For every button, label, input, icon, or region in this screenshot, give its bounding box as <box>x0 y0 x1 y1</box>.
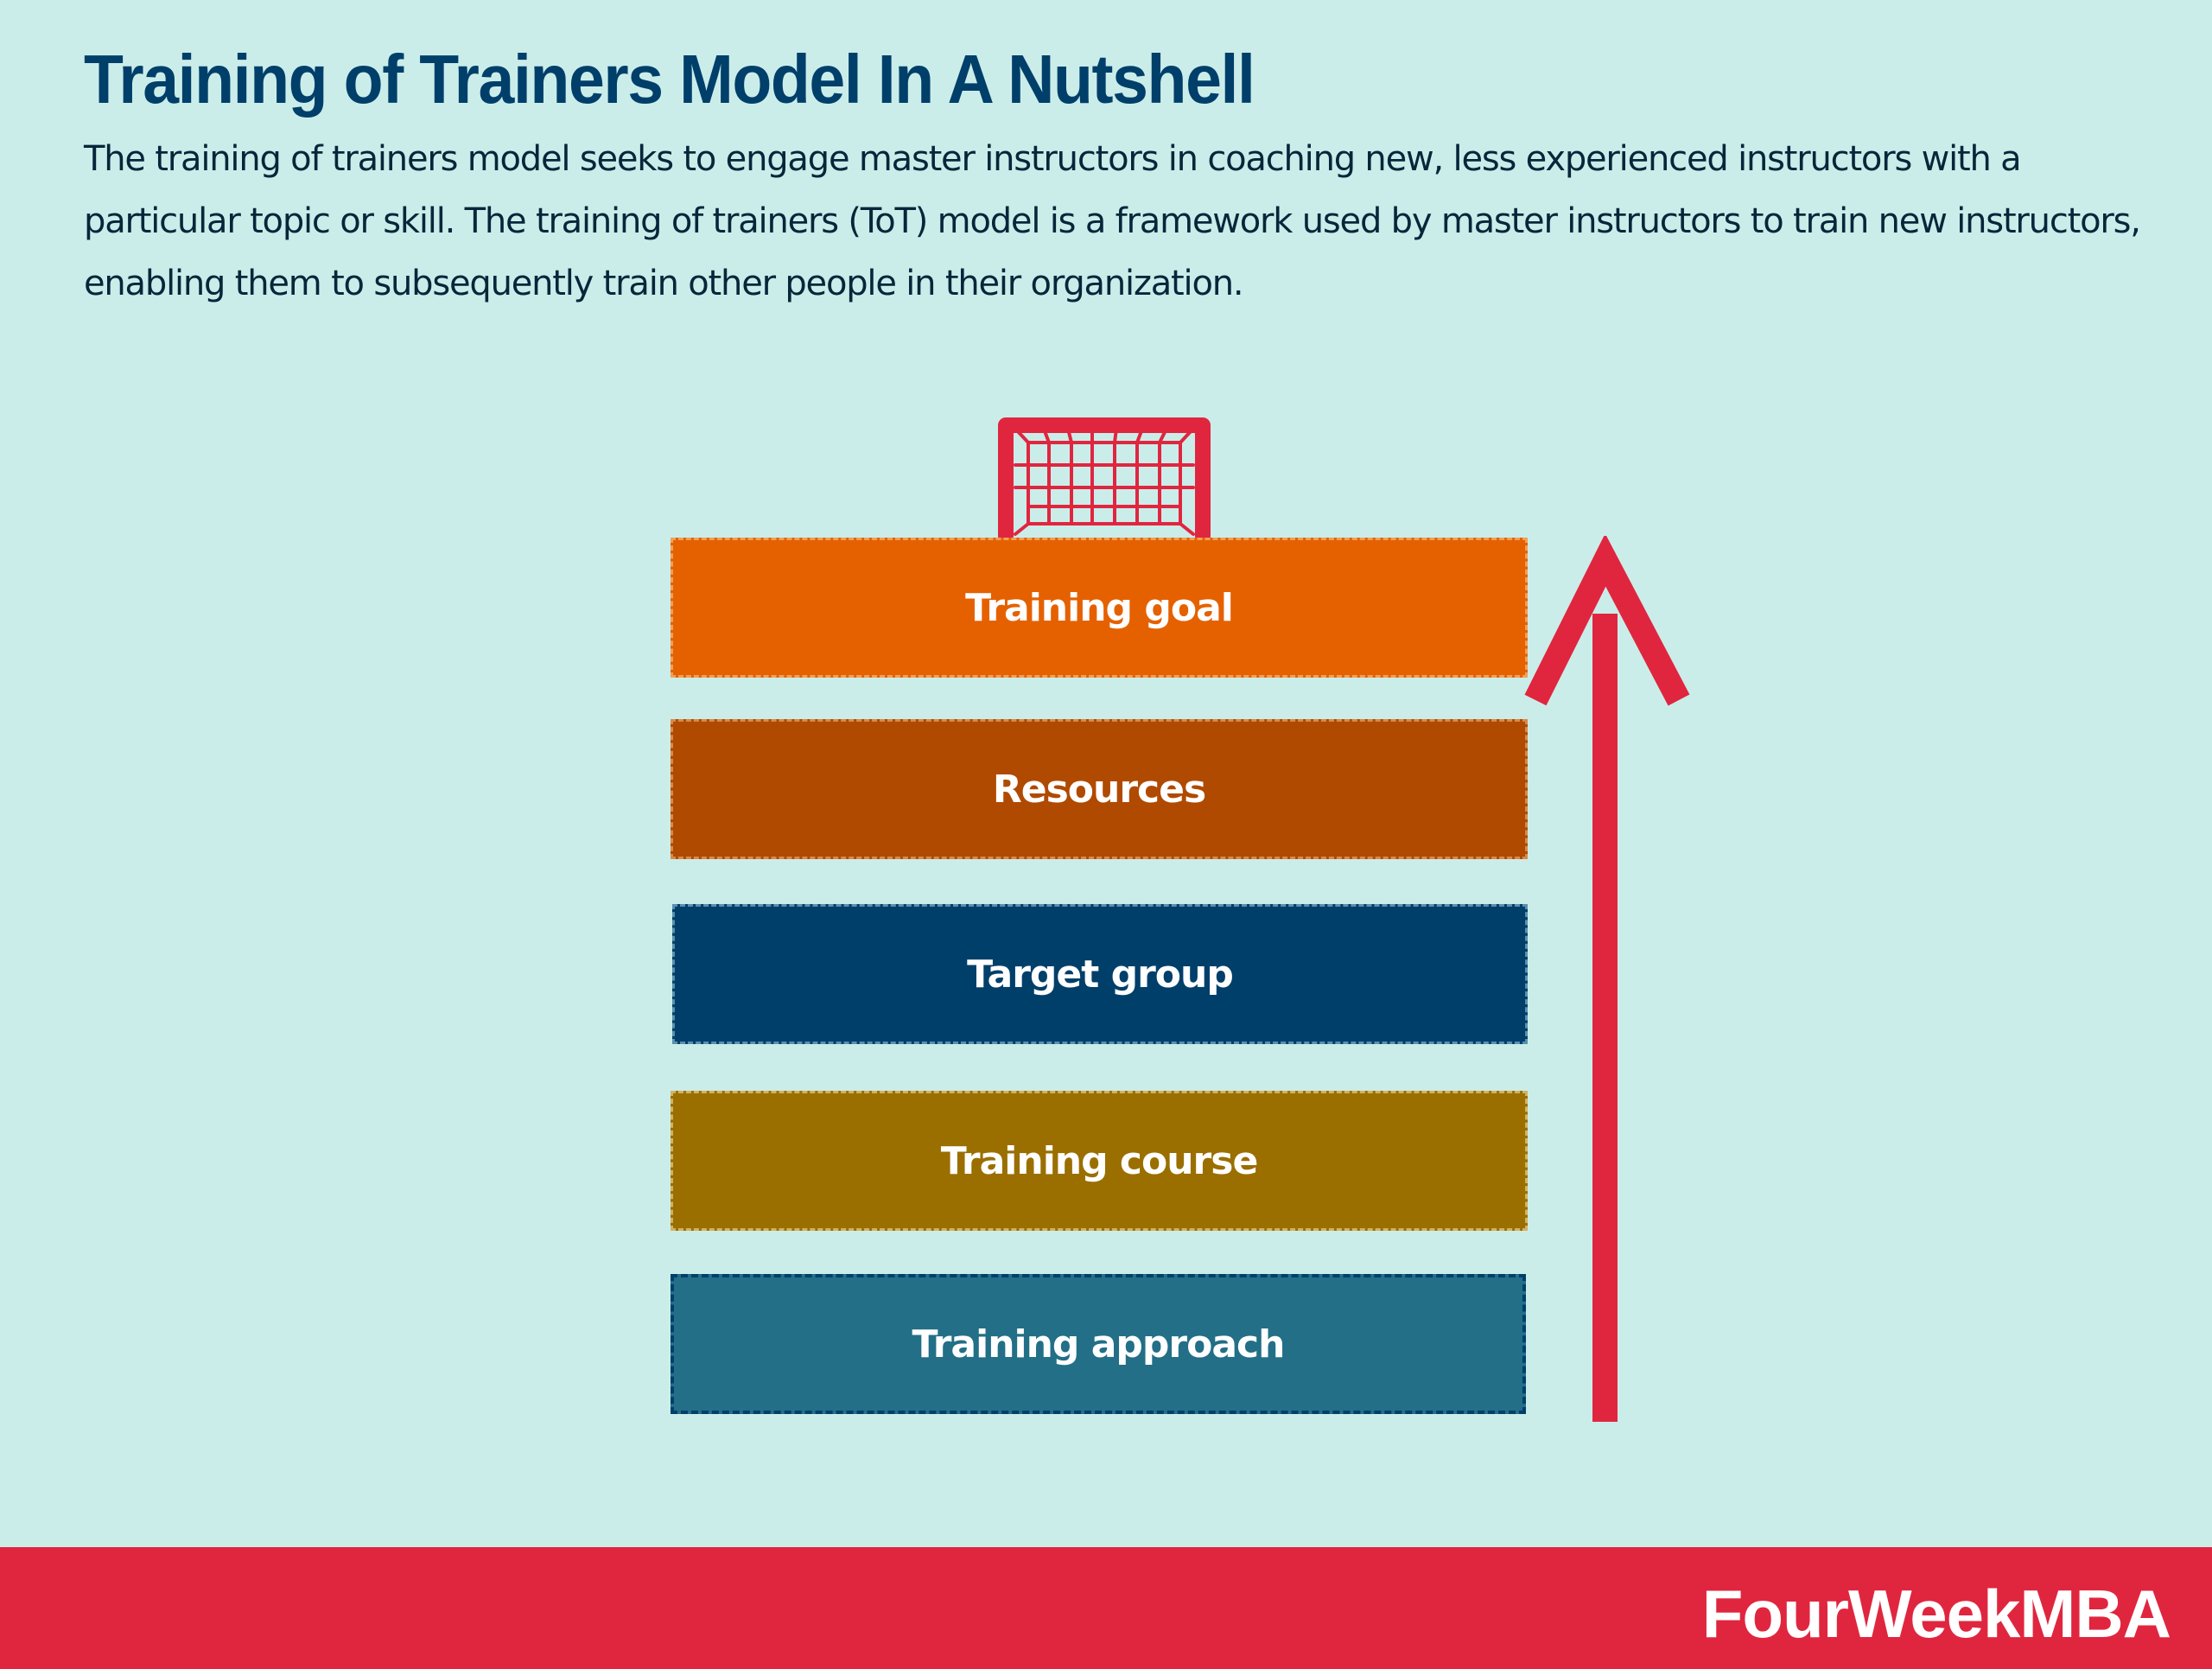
step-training-goal: Training goal <box>671 538 1528 678</box>
step-target-group: Target group <box>672 904 1528 1044</box>
step-label: Training course <box>940 1138 1259 1183</box>
up-arrow-icon <box>1524 536 1690 1422</box>
step-training-approach: Training approach <box>671 1274 1526 1414</box>
footer-bar <box>0 1547 2212 1669</box>
brand-logo: FourWeekMBA <box>1701 1576 2171 1652</box>
step-label: Target group <box>967 952 1234 997</box>
step-label: Training approach <box>912 1322 1286 1366</box>
step-resources: Resources <box>671 719 1528 859</box>
step-label: Training goal <box>965 585 1234 630</box>
step-training-course: Training course <box>671 1091 1528 1231</box>
page-title: Training of Trainers Model In A Nutshell <box>84 41 1255 118</box>
description: The training of trainers model seeks to … <box>84 139 2141 303</box>
step-label: Resources <box>992 767 1206 812</box>
soccer-goal-icon <box>998 417 1211 543</box>
